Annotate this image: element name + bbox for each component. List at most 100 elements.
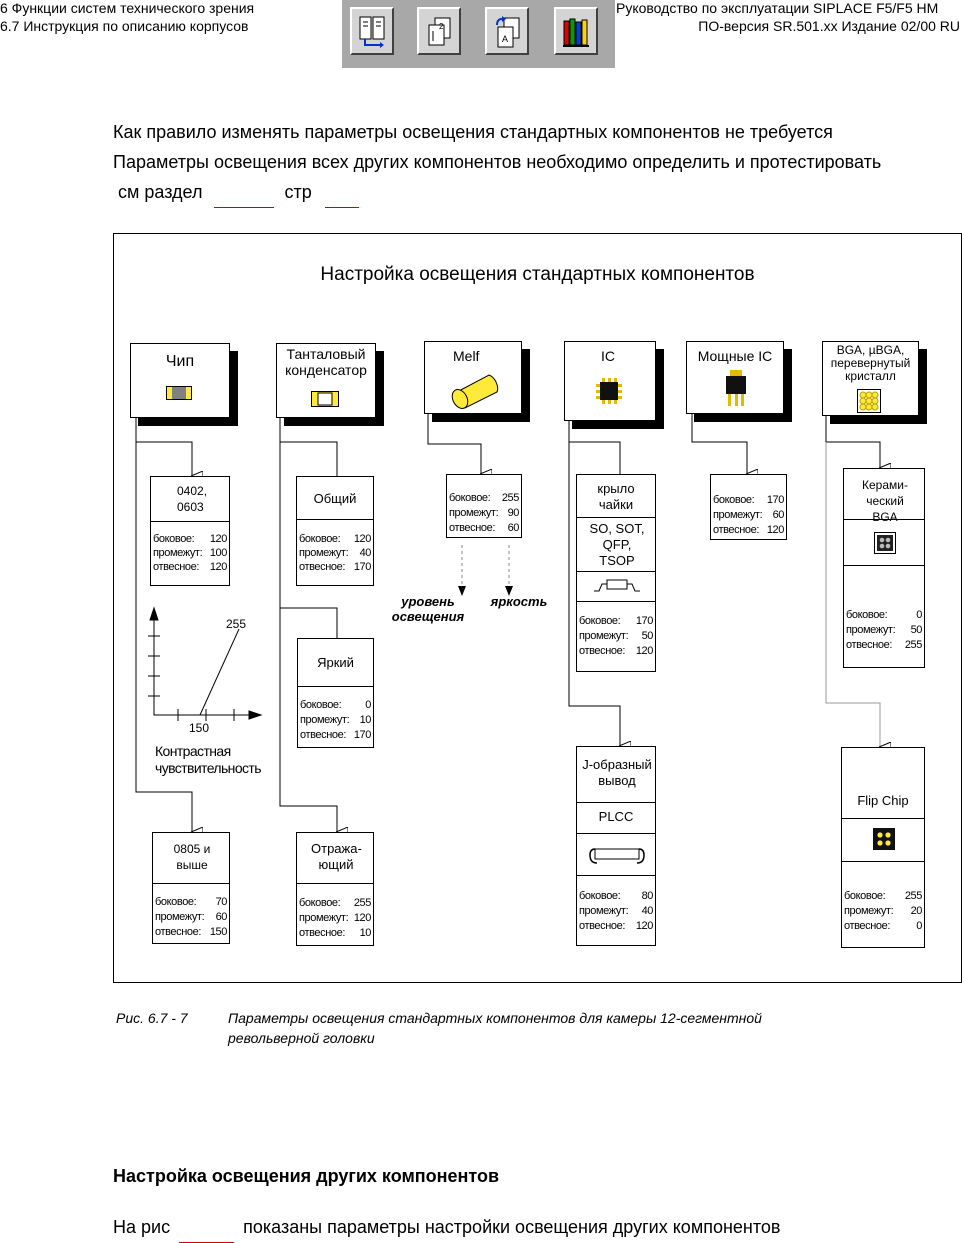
mid-label: промежут: (299, 912, 349, 924)
mid-label: промежут: (579, 905, 629, 917)
ic-gullwing-box: крыло чайки SO, SOT, QFP, TSOP боковое: 1… (576, 474, 656, 672)
melf-cylinder-icon (451, 374, 499, 409)
ic-gullwing-divider-1 (577, 517, 655, 518)
chip-category-box: Чип (130, 343, 230, 418)
section-text-prefix: На рис (113, 1217, 171, 1237)
side-label: боковое: (713, 494, 755, 506)
tantal-bright-box: Яркий боковое:0 промежут:10 отвесное:170 (297, 638, 374, 748)
vert-label: отвесное: (300, 729, 347, 741)
chip-0402-divider (151, 521, 229, 522)
section-number-blank (213, 177, 274, 208)
side-value: 0 (365, 699, 371, 711)
vert-label: отвесное: (579, 920, 626, 932)
vert-label: отвесное: (713, 524, 760, 536)
ceramic-bga-box: Керами-ческий BGA боковое:0 промежут:50 … (843, 468, 925, 668)
side-value: 70 (215, 896, 228, 908)
section-text-suffix: показаны параметры настройки освещения д… (243, 1217, 781, 1237)
bga-category-label: BGA, µBGA, перевернутый кристалл (830, 343, 911, 383)
side-value: 255 (904, 890, 923, 902)
figure-number-blank (179, 1212, 235, 1243)
pages-button[interactable]: 2 (417, 7, 461, 55)
header-version: ПО-версия SR.501.xx Издание 02/00 RU (698, 18, 960, 34)
side-value: 255 (501, 492, 520, 504)
bga-category-box: BGA, µBGA, перевернутый кристалл (822, 341, 919, 416)
melf-params-box: боковое:255 промежут:90 отвесное:60 (446, 474, 522, 538)
side-value: 120 (353, 533, 372, 545)
vert-value: 150 (209, 926, 228, 938)
tantal-bright-name: Яркий (317, 655, 354, 670)
mid-value: 40 (359, 547, 372, 559)
intro-line-3: см раздел стр (118, 177, 359, 208)
chip-component-icon (166, 386, 192, 400)
tantal-bright-divider (298, 686, 373, 687)
ic-jlead-divider-2 (577, 833, 655, 834)
side-value: 170 (766, 494, 785, 506)
ceramic-bga-icon (874, 532, 896, 554)
tantal-general-name: Общий (313, 491, 357, 506)
page-number-blank (324, 177, 359, 208)
vert-label: отвесное: (844, 920, 891, 932)
mid-value: 40 (641, 905, 654, 917)
figure-title: Настройка освещения стандартных компонен… (320, 264, 755, 285)
figure-number: Рис. 6.7 - 7 (116, 1010, 188, 1026)
tantal-reflective-name: Отража-ющий (311, 841, 362, 872)
pages-icon: 2 (428, 17, 451, 46)
mid-label: промежут: (844, 905, 894, 917)
side-label: боковое: (579, 615, 621, 627)
vert-label: отвесное: (299, 927, 346, 939)
structure-button[interactable] (350, 7, 394, 55)
mid-label: промежут: (579, 630, 629, 642)
gullwing-lead-icon (594, 579, 640, 592)
vert-label: отвесное: (299, 561, 346, 573)
vert-value: 120 (635, 920, 654, 932)
side-label: боковое: (300, 699, 342, 711)
side-value: 80 (641, 890, 654, 902)
side-label: боковое: (579, 890, 621, 902)
ic-gullwing-packages: SO, SOT, QFP, TSOP (589, 521, 645, 568)
vert-value: 170 (353, 729, 372, 741)
vert-value: 10 (359, 927, 372, 939)
vert-value: 120 (635, 645, 654, 657)
chip-0402-name: 0402, 0603 (177, 484, 208, 514)
bga-grid-icon (857, 389, 881, 413)
vert-value: 120 (209, 561, 228, 573)
side-label: боковое: (449, 492, 491, 504)
mid-label: промежут: (846, 624, 896, 636)
tantal-category-label: Танталовый конденсатор (285, 346, 367, 378)
ic-jlead-divider-3 (577, 875, 655, 876)
power-ic-category-label: Мощные IC (697, 348, 773, 364)
power-ic-params-box: боковое:170 промежут:60 отвесное:120 (710, 474, 787, 540)
component-swap-button[interactable]: A (485, 7, 529, 55)
tantal-general-divider (297, 519, 373, 520)
ic-gullwing-name: крыло чайки (597, 481, 635, 512)
side-label: боковое: (155, 896, 197, 908)
vert-label: отвесное: (449, 522, 496, 534)
side-label: боковое: (299, 897, 341, 909)
power-ic-category-box: Мощные IC (686, 341, 784, 414)
melf-category-box: Melf (424, 341, 522, 414)
side-value: 170 (635, 615, 654, 627)
component-swap-icon: A (496, 16, 520, 48)
books-button[interactable] (554, 7, 598, 55)
ic-jlead-name: J-образный вывод (582, 757, 652, 788)
tantal-category-box: Танталовый конденсатор (276, 343, 376, 418)
flip-chip-box: Flip Chip боковое:255 промежут:20 отвесн… (841, 747, 925, 948)
vert-value: 0 (916, 920, 922, 932)
flip-chip-name: Flip Chip (857, 793, 909, 808)
flip-chip-divider-2 (842, 861, 924, 862)
vert-value: 60 (507, 522, 520, 534)
ic-chip-icon (596, 378, 622, 404)
side-label: боковое: (844, 890, 886, 902)
side-value: 120 (209, 533, 228, 545)
vert-value: 120 (766, 524, 785, 536)
side-label: боковое: (153, 533, 195, 545)
tantal-general-box: Общий боковое:120 промежут:40 отвесное:1… (296, 476, 374, 586)
mid-label: промежут: (300, 714, 350, 726)
vert-label: отвесное: (153, 561, 200, 573)
tantal-capacitor-icon (311, 391, 339, 407)
figure-caption-line-2: револьверной головки (228, 1030, 375, 1046)
contrast-sensitivity-label: Контрастная чувствительность (155, 743, 262, 776)
chip-0805-name: 0805 и выше (173, 842, 211, 872)
vert-value: 170 (353, 561, 372, 573)
